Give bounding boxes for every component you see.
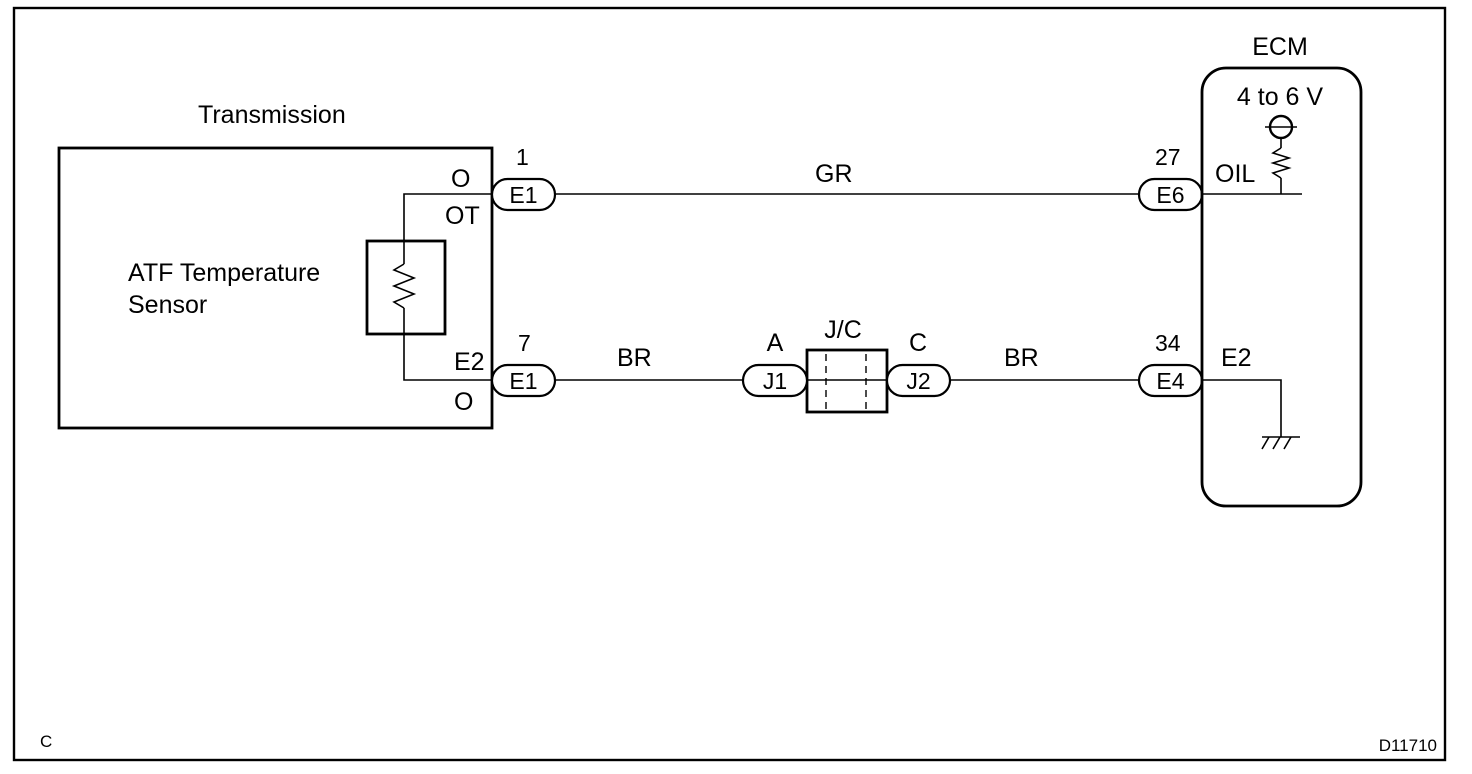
connector-e6-pin: 27 xyxy=(1155,144,1181,170)
atf-sensor-box xyxy=(365,239,447,336)
connector-j1-label: J1 xyxy=(763,368,787,394)
sensor-wire-top xyxy=(403,193,492,241)
connector-e1-top-label: E1 xyxy=(509,182,537,208)
footer-figure-id: D11710 xyxy=(1379,736,1437,755)
diagram-frame xyxy=(12,6,1447,762)
ecm-pin-e2: E2 xyxy=(1221,344,1252,372)
connector-j2-label: J2 xyxy=(906,368,930,394)
connector-e1-bottom-label: E1 xyxy=(509,368,537,394)
junction-label: J/C xyxy=(824,316,862,344)
ecm-voltage-source-icon xyxy=(1265,114,1297,194)
junction-terminal-c: C xyxy=(909,329,927,357)
ground-icon xyxy=(1261,436,1300,450)
connector-e4-pin: 34 xyxy=(1155,330,1181,356)
connector-e4-label: E4 xyxy=(1156,368,1184,394)
connector-j2 xyxy=(885,363,952,398)
connector-e1-bottom-pin: 7 xyxy=(518,330,531,356)
footer-left-code: C xyxy=(40,732,52,751)
connector-e1-top-pin: 1 xyxy=(516,144,529,170)
sensor-label-line1: ATF Temperature xyxy=(128,259,320,287)
sensor-resistor-icon xyxy=(391,241,417,334)
wire-bottom-right-color: BR xyxy=(1004,344,1039,372)
connector-e1-bottom xyxy=(490,363,557,398)
transmission-pin-upper-top: O xyxy=(451,165,470,193)
ecm-e2-wire xyxy=(1202,379,1282,437)
connector-j1 xyxy=(741,363,809,398)
wire-top-color: GR xyxy=(815,160,853,188)
transmission-title: Transmission xyxy=(198,101,346,129)
transmission-pin-upper-bottom: OT xyxy=(445,202,480,230)
ecm-title: ECM xyxy=(1252,33,1308,61)
junction-terminal-a: A xyxy=(767,329,784,357)
sensor-wire-bottom xyxy=(403,334,492,381)
ecm-voltage-label: 4 to 6 V xyxy=(1237,83,1323,111)
transmission-pin-lower-top: E2 xyxy=(454,348,485,376)
connector-e6-label: E6 xyxy=(1156,182,1184,208)
connector-e1-top xyxy=(490,177,557,212)
wire-bottom-left-color: BR xyxy=(617,344,652,372)
ecm-box xyxy=(1200,66,1363,508)
junction-box xyxy=(805,348,889,414)
transmission-pin-lower-bottom: O xyxy=(454,388,473,416)
transmission-box xyxy=(57,146,494,430)
sensor-label-line2: Sensor xyxy=(128,291,207,319)
ecm-pin-oil: OIL xyxy=(1215,160,1255,188)
